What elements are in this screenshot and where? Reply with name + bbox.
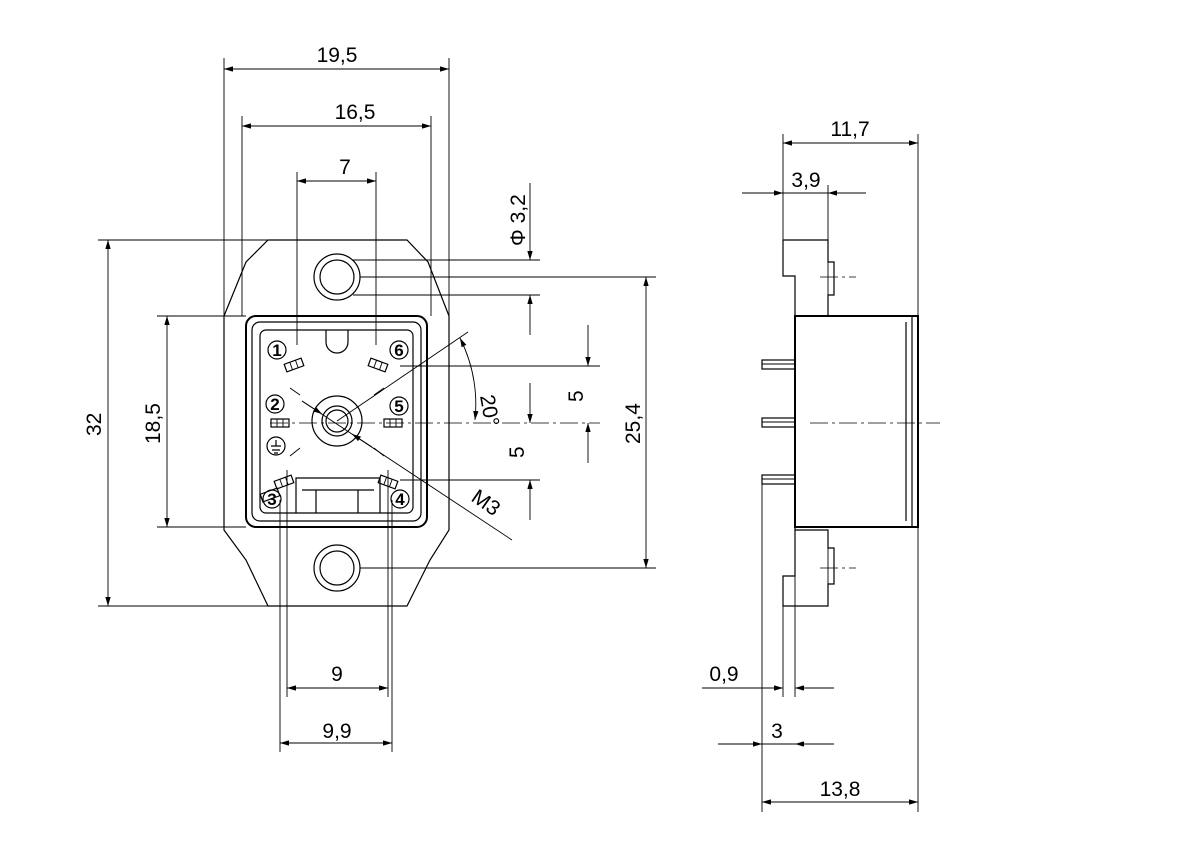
dim-9-9: 9,9 bbox=[279, 500, 393, 752]
pin-label-4: 4 bbox=[390, 489, 410, 509]
pin-label-5: 5 bbox=[389, 396, 409, 416]
svg-text:32: 32 bbox=[83, 413, 106, 436]
svg-text:9: 9 bbox=[331, 663, 343, 686]
svg-text:3: 3 bbox=[771, 720, 783, 743]
side-pin-1 bbox=[761, 359, 796, 370]
svg-text:Φ 3,2: Φ 3,2 bbox=[507, 194, 530, 246]
contact-6 bbox=[367, 357, 389, 373]
bottom-recess bbox=[295, 477, 381, 513]
svg-text:6: 6 bbox=[394, 341, 403, 360]
dim-16-5: 16,5 bbox=[241, 101, 432, 316]
svg-text:5: 5 bbox=[394, 397, 403, 416]
side-pin-2 bbox=[761, 417, 796, 428]
key-notch bbox=[325, 330, 349, 354]
dim-3-9: 3,9 bbox=[742, 169, 866, 240]
dim-hole-diameter: Φ 3,2 bbox=[353, 183, 540, 335]
svg-text:2: 2 bbox=[270, 395, 279, 414]
pin-label-1: 1 bbox=[267, 340, 287, 360]
dim-11-7: 11,7 bbox=[782, 118, 919, 316]
side-pin-3 bbox=[761, 474, 796, 485]
svg-text:20°: 20° bbox=[475, 393, 503, 428]
svg-text:5: 5 bbox=[565, 390, 588, 402]
dim-angle-20: 20° bbox=[336, 331, 503, 428]
svg-text:16,5: 16,5 bbox=[335, 101, 376, 124]
svg-text:5: 5 bbox=[506, 446, 529, 458]
side-view: 11,7 3,9 0,9 3 13, bbox=[702, 118, 940, 812]
dim-25-4: 25,4 bbox=[360, 276, 656, 569]
svg-text:3: 3 bbox=[267, 490, 276, 509]
svg-text:11,7: 11,7 bbox=[830, 118, 869, 141]
dim-32: 32 bbox=[83, 239, 268, 607]
dim-0-9: 0,9 bbox=[702, 527, 834, 697]
svg-text:25,4: 25,4 bbox=[622, 403, 645, 444]
pin-label-2: 2 bbox=[265, 394, 285, 414]
svg-text:18,5: 18,5 bbox=[142, 403, 165, 444]
mounting-hole-top bbox=[313, 253, 361, 301]
svg-text:M3: M3 bbox=[467, 485, 504, 521]
contact-4 bbox=[377, 474, 399, 490]
svg-text:4: 4 bbox=[395, 490, 405, 509]
dim-7: 7 bbox=[296, 156, 377, 345]
pin-label-6: 6 bbox=[389, 340, 409, 360]
svg-text:0,9: 0,9 bbox=[709, 663, 738, 686]
dim-13-8: 13,8 bbox=[762, 527, 919, 812]
center-screw bbox=[311, 395, 363, 447]
mounting-hole-bottom bbox=[313, 544, 361, 592]
pin-label-3: 3 bbox=[262, 489, 282, 509]
contact-3 bbox=[273, 474, 295, 490]
svg-text:19,5: 19,5 bbox=[317, 44, 358, 67]
svg-text:1: 1 bbox=[272, 341, 281, 360]
housing-outer bbox=[245, 315, 428, 528]
dim-3: 3 bbox=[718, 484, 834, 812]
dim-18-5: 18,5 bbox=[142, 315, 246, 528]
side-housing bbox=[794, 315, 919, 528]
svg-text:13,8: 13,8 bbox=[820, 778, 861, 801]
svg-text:7: 7 bbox=[339, 156, 351, 179]
dim-5-lower: 5 bbox=[400, 383, 540, 520]
housing-mid bbox=[251, 321, 422, 522]
contact-1 bbox=[283, 357, 305, 373]
dim-19-5: 19,5 bbox=[223, 44, 450, 316]
svg-text:9,9: 9,9 bbox=[322, 720, 351, 743]
ground-symbol bbox=[266, 436, 286, 456]
svg-text:3,9: 3,9 bbox=[791, 169, 820, 192]
dim-9: 9 bbox=[286, 470, 389, 697]
front-view: 1 6 2 5 3 4 bbox=[83, 44, 656, 752]
housing-inner bbox=[259, 329, 414, 514]
dim-5-upper: 5 bbox=[400, 325, 600, 463]
